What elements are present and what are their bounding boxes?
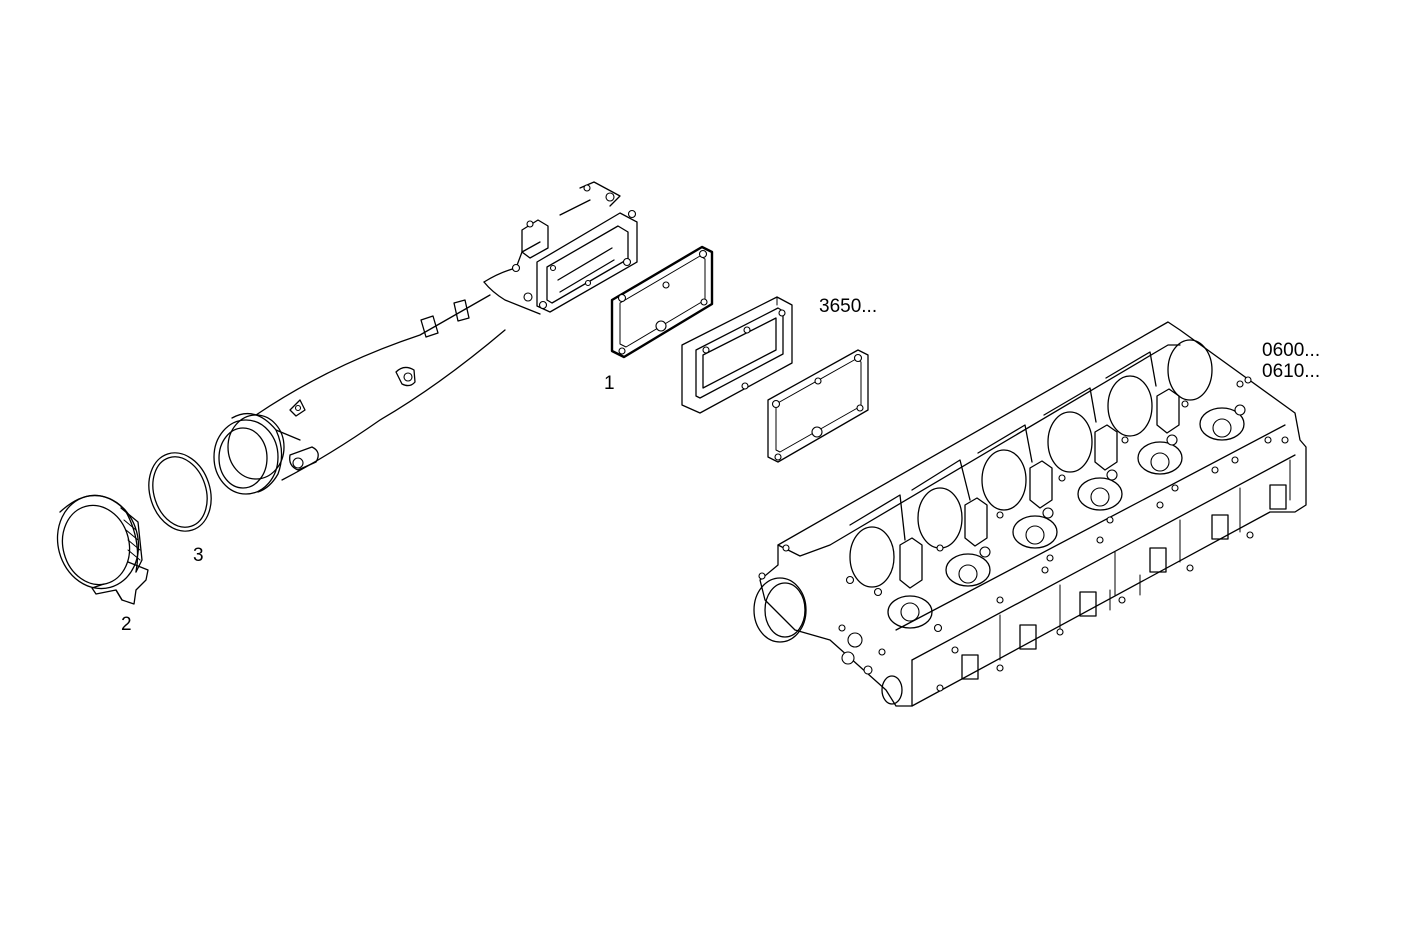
spacer-plate bbox=[681, 296, 793, 414]
end-face-holes bbox=[838, 624, 903, 705]
part-2-clamp bbox=[56, 494, 149, 605]
callout-ref-0600: 0600... bbox=[1262, 340, 1321, 361]
callout-ref-0610: 0610... bbox=[1262, 361, 1321, 382]
callout-part-2: 2 bbox=[121, 614, 132, 635]
part-1-gasket bbox=[610, 245, 714, 359]
intake-pipe bbox=[213, 181, 638, 495]
valve-ports bbox=[887, 407, 1245, 629]
cylinder-head bbox=[753, 321, 1307, 707]
part-3-o-ring bbox=[148, 452, 212, 532]
callout-part-3: 3 bbox=[193, 545, 204, 566]
cylinder-bores bbox=[849, 339, 1213, 588]
bolt-holes bbox=[758, 376, 1289, 633]
callout-part-1: 1 bbox=[604, 373, 615, 394]
side-ports bbox=[936, 459, 1291, 692]
second-gasket bbox=[767, 349, 869, 463]
callout-ref-3650: 3650... bbox=[819, 296, 878, 317]
